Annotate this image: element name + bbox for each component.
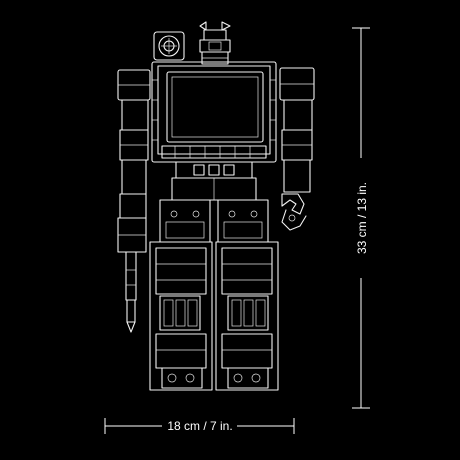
width-dimension: 18 cm / 7 in. xyxy=(104,418,295,434)
width-label: 18 cm / 7 in. xyxy=(167,419,232,433)
robot-waist xyxy=(171,161,257,201)
robot-figure xyxy=(117,21,315,391)
tape-deck-screen xyxy=(166,71,264,143)
robot-right-leg xyxy=(215,199,279,391)
robot-head xyxy=(199,21,231,65)
right-foot xyxy=(227,367,269,389)
dial-icon xyxy=(153,31,185,61)
blaster-barrel xyxy=(125,251,137,301)
height-label: 33 cm / 13 in. xyxy=(355,182,369,254)
claw-hand xyxy=(281,193,307,231)
left-foot xyxy=(161,367,203,389)
robot-left-arm xyxy=(117,69,151,333)
robot-left-leg xyxy=(149,199,213,391)
height-dimension: 33 cm / 13 in. xyxy=(352,27,370,409)
robot-right-arm xyxy=(279,67,315,231)
robot-torso xyxy=(151,61,277,163)
